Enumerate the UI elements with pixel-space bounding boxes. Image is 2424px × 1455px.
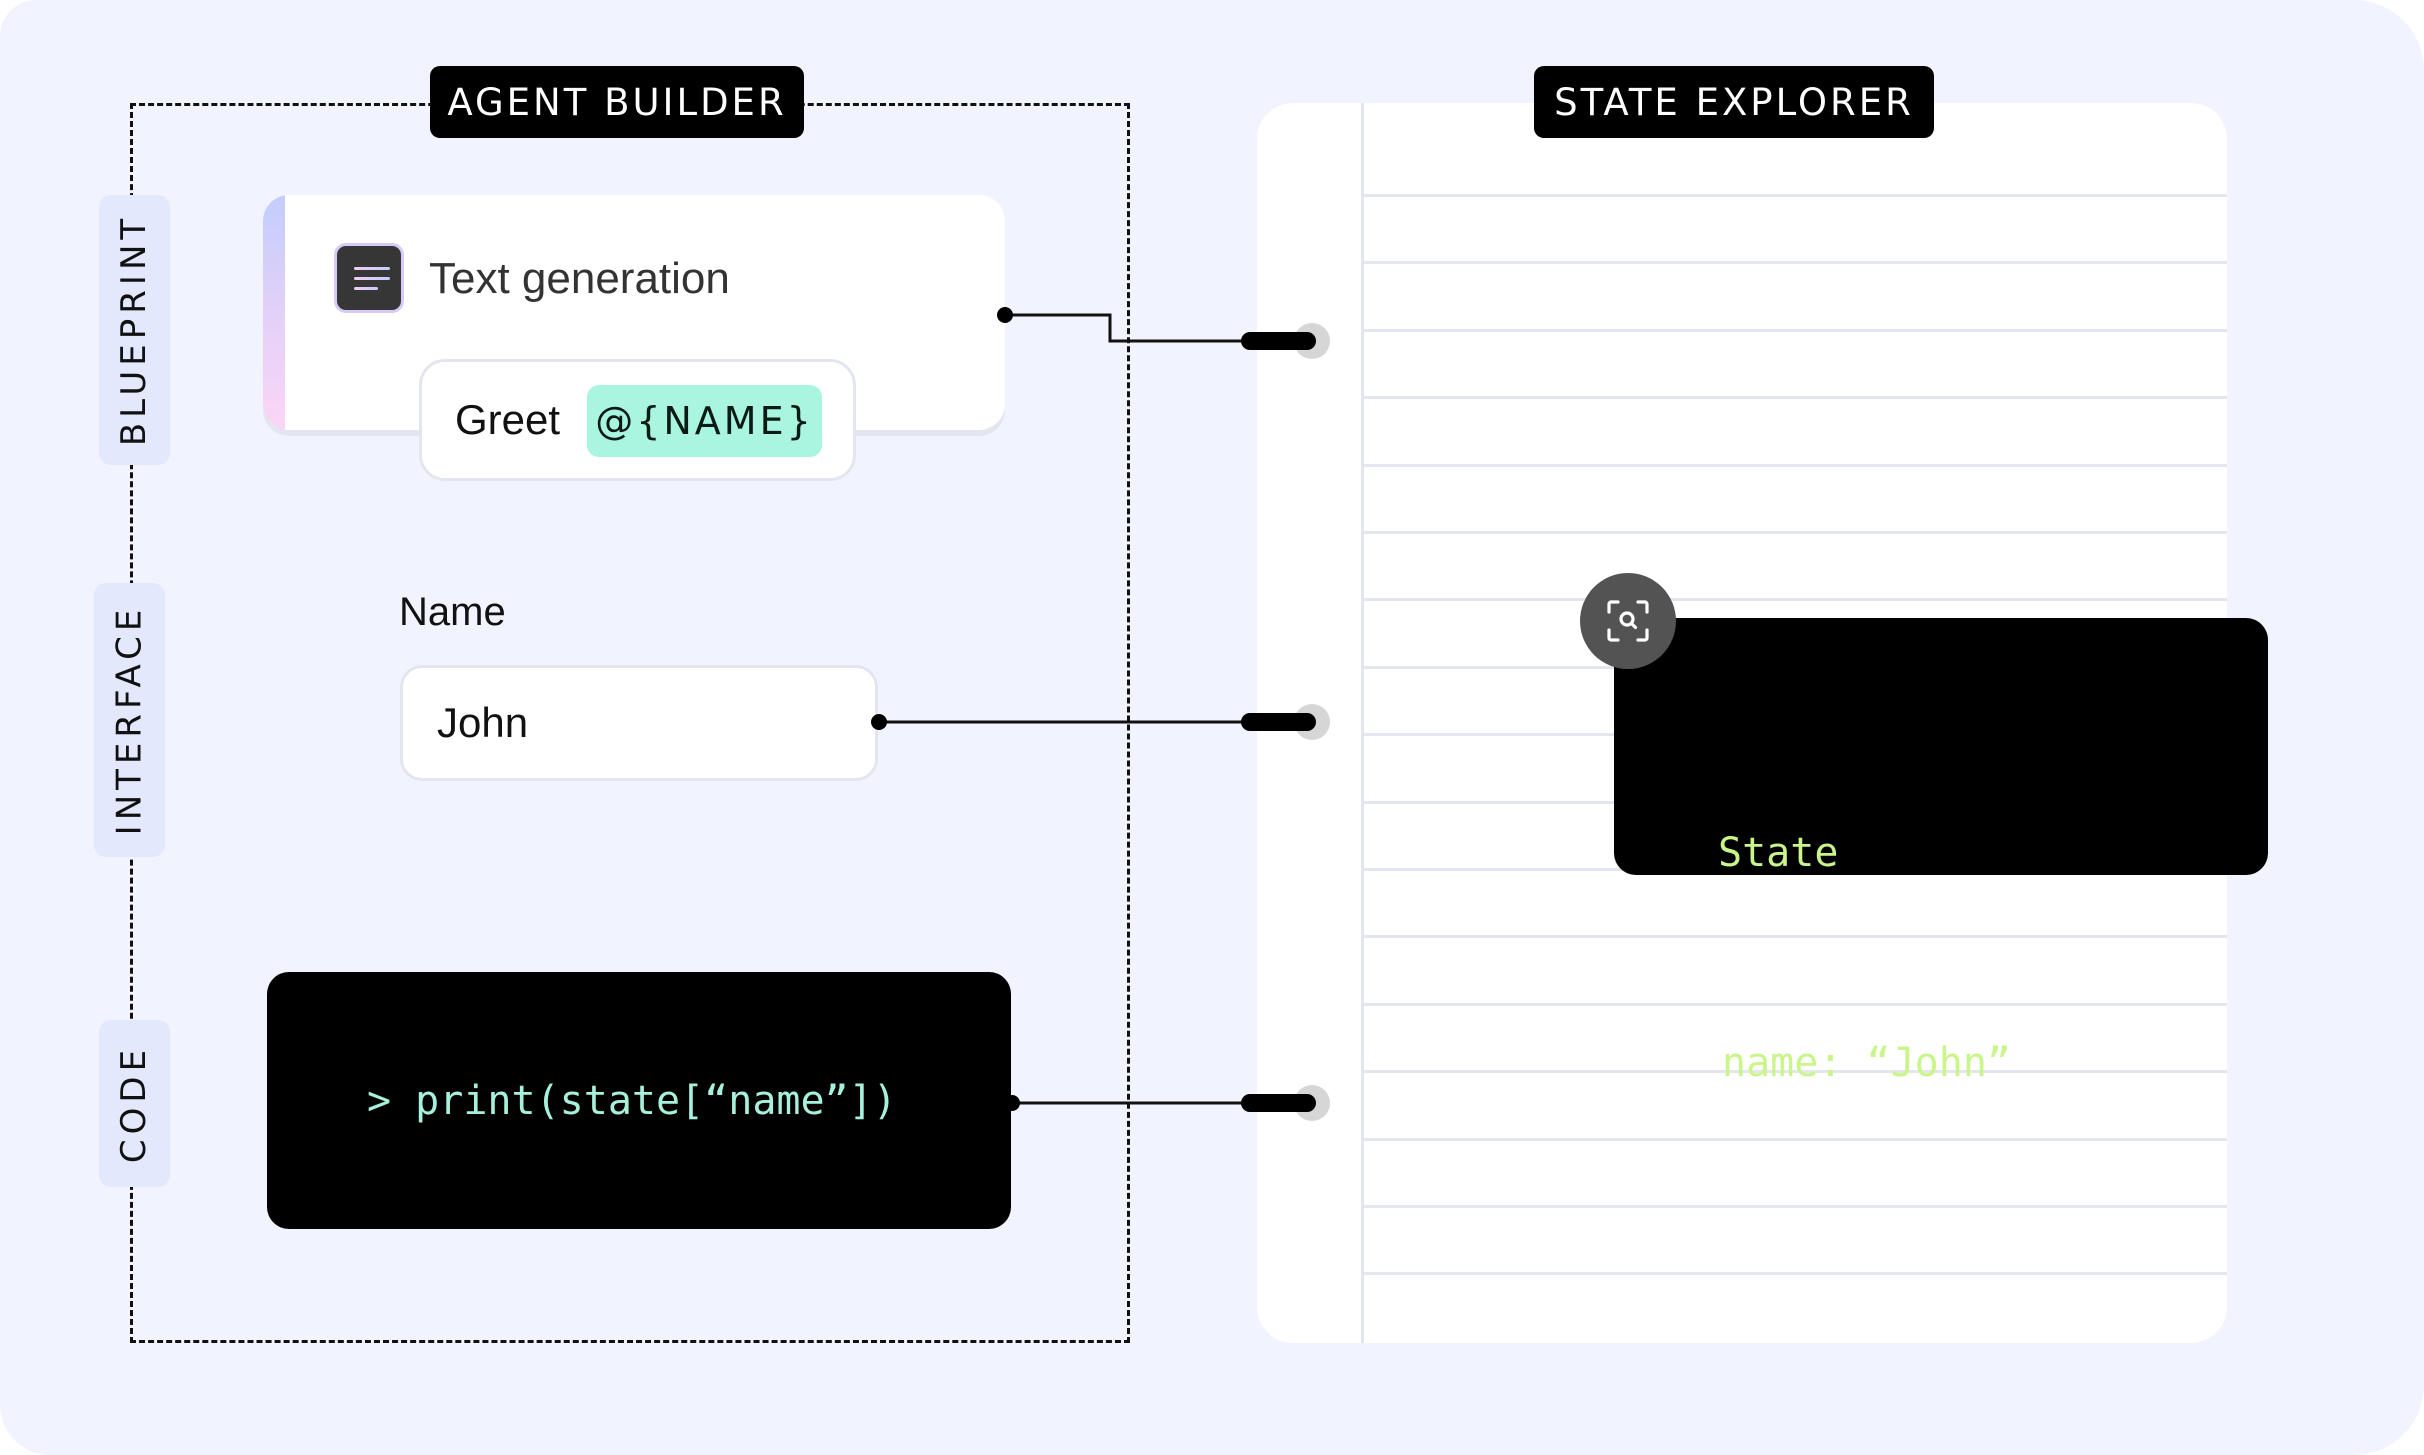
ruled-line	[1364, 531, 2227, 534]
scan-search-icon	[1607, 600, 1649, 642]
variable-tag[interactable]: @{NAME}	[587, 385, 822, 457]
block-title: Text generation	[429, 254, 730, 303]
section-label-interface: INTERFACE	[94, 583, 165, 857]
ruled-line	[1364, 598, 2227, 602]
ruled-line	[1364, 1137, 2227, 1141]
ruled-line	[1364, 396, 2227, 400]
section-label-text: BLUEPRINT	[114, 213, 155, 447]
name-input[interactable]: John	[400, 665, 878, 781]
state-entry: name: “John”	[1722, 1040, 2011, 1086]
panel-divider	[1361, 103, 1364, 1343]
prompt-chip[interactable]: Greet @{NAME}	[419, 359, 856, 481]
prompt-text: Greet	[455, 396, 561, 443]
state-card: State name: “John”	[1614, 618, 2268, 1086]
ruled-line	[1364, 463, 2227, 467]
inspect-button[interactable]	[1580, 573, 1676, 669]
agent-builder-title: AGENT BUILDER	[430, 66, 804, 138]
name-field-label: Name	[399, 590, 506, 634]
ruled-line	[1364, 935, 2227, 939]
code-line: > print(state[“name”])	[367, 1077, 897, 1124]
ruled-line	[1364, 1205, 2227, 1208]
ruled-line	[1364, 1002, 2227, 1006]
section-label-text: INTERFACE	[109, 604, 150, 836]
ruled-line	[1364, 1070, 2227, 1074]
section-label-blueprint: BLUEPRINT	[99, 195, 170, 465]
ruled-line	[1364, 261, 2227, 265]
text-lines-icon	[334, 243, 404, 313]
block-accent-bar	[263, 195, 285, 430]
section-label-text: CODE	[114, 1044, 155, 1163]
ruled-line	[1364, 194, 2227, 197]
state-card-title: State	[1718, 830, 1839, 876]
section-label-code: CODE	[99, 1020, 170, 1187]
code-block[interactable]: > print(state[“name”])	[267, 972, 1011, 1229]
ruled-line	[1364, 328, 2227, 332]
ruled-line	[1364, 1272, 2227, 1276]
state-explorer-title: STATE EXPLORER	[1534, 66, 1934, 138]
